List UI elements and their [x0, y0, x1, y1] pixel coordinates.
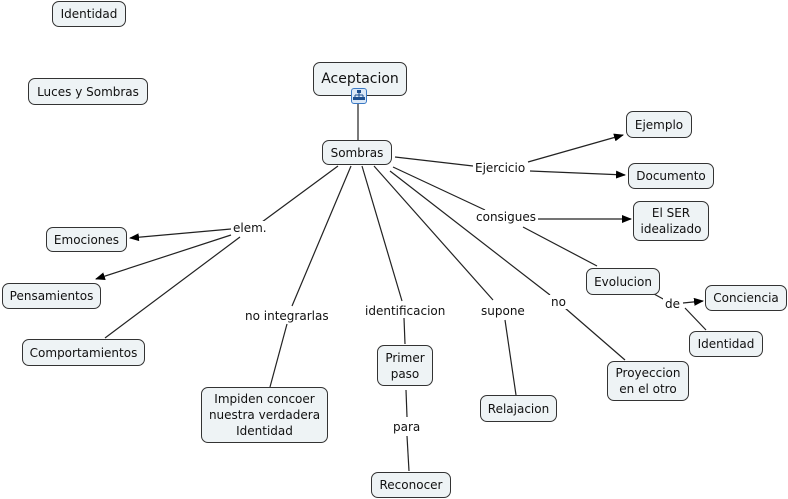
line-supone-relajacion — [504, 319, 517, 396]
link-no-integrarlas[interactable]: no integrarlas — [243, 309, 331, 323]
line-de-conciencia — [682, 297, 704, 306]
concept-proyeccion-en-el-otro[interactable]: Proyeccion en el otro — [607, 361, 689, 401]
concept-el-ser-idealizado[interactable]: El SER idealizado — [633, 201, 709, 241]
concept-impiden-conocer[interactable]: Impiden concoer nuestra verdadera Identi… — [201, 387, 328, 443]
concept-emociones[interactable]: Emociones — [46, 227, 127, 252]
line-consigues-evolucion — [522, 226, 598, 267]
hierarchy-icon — [353, 90, 365, 100]
concept-sombras[interactable]: Sombras — [322, 140, 392, 165]
line-sombras-elem — [261, 165, 339, 223]
line-sombras-supone — [373, 165, 494, 301]
concept-relajacion[interactable]: Relajacion — [480, 395, 557, 422]
line-no-proyeccion — [564, 307, 626, 361]
concept-identidad-right[interactable]: Identidad — [689, 331, 763, 357]
concept-ejemplo[interactable]: Ejemplo — [626, 111, 692, 138]
link-no[interactable]: no — [549, 295, 568, 309]
concept-pensamientos[interactable]: Pensamientos — [2, 283, 101, 309]
line-ejercicio-ejemplo — [527, 133, 624, 163]
line-sombras-consigues — [392, 166, 486, 211]
link-supone[interactable]: supone — [479, 304, 527, 318]
line-primer-para — [405, 389, 408, 418]
concept-documento[interactable]: Documento — [628, 163, 714, 189]
submap-icon[interactable] — [351, 88, 367, 104]
concept-reconocer[interactable]: Reconocer — [371, 472, 451, 498]
link-identificacion[interactable]: identificacion — [363, 304, 448, 318]
link-ejercicio[interactable]: Ejercicio — [473, 161, 528, 175]
link-para[interactable]: para — [391, 420, 423, 434]
line-nointegrarlas-impiden — [269, 323, 288, 388]
line-sombras-ejercicio — [394, 156, 474, 167]
concept-aceptacion[interactable]: Aceptacion — [313, 62, 407, 96]
line-elem-comportamientos — [104, 236, 241, 339]
line-de-identidad — [684, 307, 707, 331]
line-elem-pensamientos — [95, 234, 232, 281]
line-elem-emociones — [129, 228, 232, 242]
concept-identidad-top[interactable]: Identidad — [52, 1, 126, 27]
line-sombras-identificacion — [361, 165, 403, 302]
line-sombras-nointegrarlas — [291, 165, 352, 307]
concept-primer-paso[interactable]: Primer paso — [377, 345, 433, 386]
line-para-reconocer — [406, 435, 410, 472]
link-de[interactable]: de — [663, 297, 682, 311]
line-identificacion-primer — [403, 317, 406, 345]
link-consigues[interactable]: consigues — [474, 210, 538, 224]
concept-luces-y-sombras[interactable]: Luces y Sombras — [28, 78, 148, 105]
concept-conciencia[interactable]: Conciencia — [705, 285, 787, 311]
line-sombras-no — [389, 170, 551, 296]
concept-comportamientos[interactable]: Comportamientos — [22, 339, 145, 366]
link-elem[interactable]: elem. — [231, 221, 269, 235]
concept-evolucion[interactable]: Evolucion — [586, 268, 660, 295]
line-ejercicio-documento — [529, 170, 626, 179]
